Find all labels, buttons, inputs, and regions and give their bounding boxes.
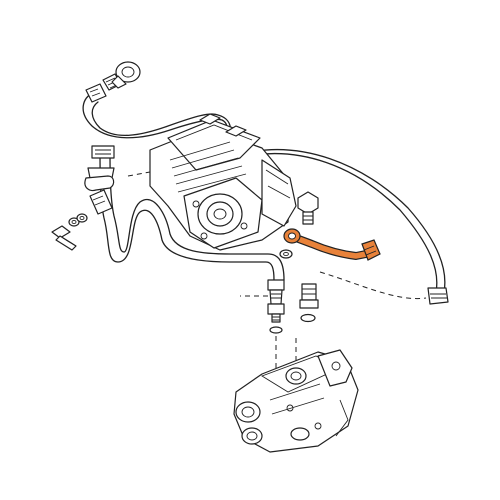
supply-hose-top-fitting	[84, 145, 115, 192]
left-washers	[68, 213, 88, 227]
highlighted-pipe	[283, 228, 381, 261]
banjo-elbow-fitting	[111, 61, 141, 89]
air-compressor	[149, 113, 297, 251]
assembly-guide-line-1	[127, 171, 151, 177]
left-bolt	[51, 225, 77, 251]
right-hose-fitting	[299, 283, 319, 309]
supply-hose-mid-fitting	[89, 189, 113, 215]
left-fitting-washer	[269, 326, 283, 334]
assembly-guide-lines	[240, 271, 427, 388]
mounting-bolt	[297, 191, 319, 225]
upper-line-right-fitting	[427, 287, 449, 305]
left-hose-fitting	[267, 279, 285, 323]
banjo-washers	[279, 249, 293, 259]
governor-valve-block	[233, 349, 359, 453]
supply-hose	[99, 149, 285, 281]
right-fitting-washer	[300, 313, 316, 323]
